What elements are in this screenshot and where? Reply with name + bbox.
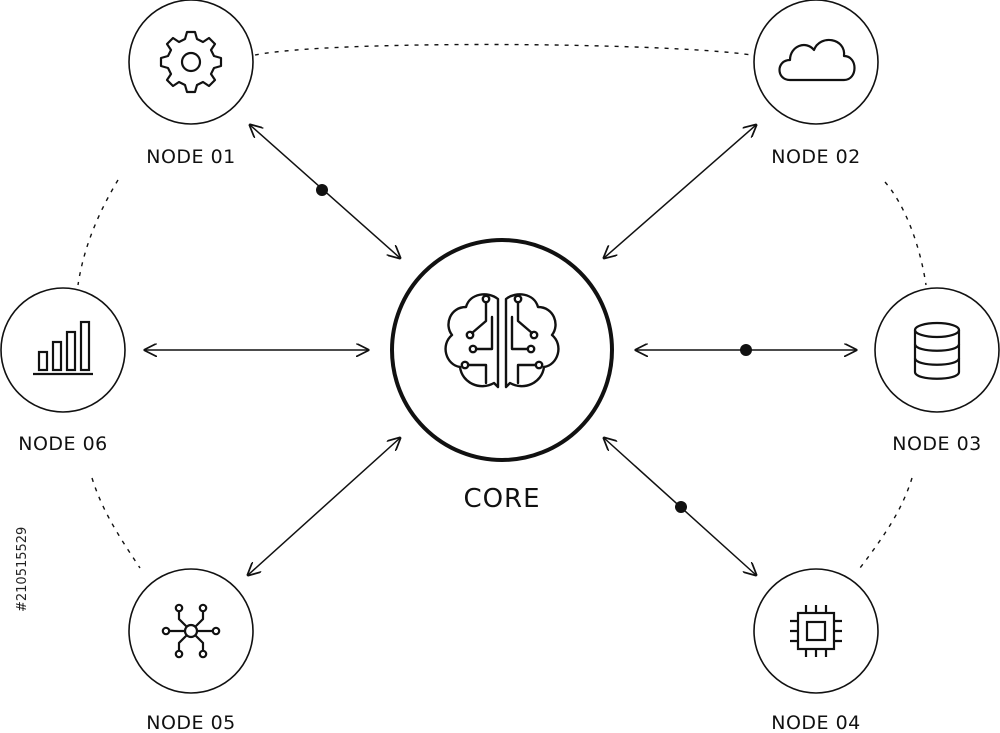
network-hub-icon [161,603,221,659]
node-06-circle [0,287,126,413]
node-04-circle [753,568,879,694]
node-05-label: NODE 05 [146,712,236,733]
node-05: NODE 05 [128,568,254,733]
core-node: CORE [390,238,614,514]
dashed-link-02-03 [884,181,927,286]
node-06: NODE 06 [0,287,126,455]
dot-node-03 [740,344,752,356]
core-circle [390,238,614,462]
arrow-node-05 [248,438,400,575]
node-04-label: NODE 04 [771,712,861,733]
dashed-link-03-04 [859,477,913,569]
node-02-circle [753,0,879,125]
node-04: NODE 04 [753,568,879,733]
node-01-circle [128,0,254,125]
dot-node-04 [675,501,687,513]
connector-dots [316,184,752,513]
node-01: NODE 01 [128,0,254,168]
database-icon [913,321,961,380]
stock-id: #210515529 [15,527,30,612]
cloud-icon [778,39,856,82]
dashed-link-01-06 [77,179,119,286]
dot-node-01 [316,184,328,196]
node-03-label: NODE 03 [892,433,982,455]
cpu-chip-icon [790,605,842,657]
dashed-ring [77,43,927,569]
node-02-label: NODE 02 [771,146,861,168]
node-01-label: NODE 01 [146,146,236,168]
arrow-node-02 [604,125,756,258]
core-label: CORE [463,484,540,514]
node-06-label: NODE 06 [18,433,108,455]
node-02: NODE 02 [753,0,879,168]
node-03: NODE 03 [874,287,1000,455]
brain-circuit-icon [444,293,560,389]
bar-chart-icon [33,320,93,376]
dashed-link-06-05 [91,477,141,569]
node-05-circle [128,568,254,694]
dashed-link-01-02 [254,43,753,56]
gear-icon [159,30,223,94]
